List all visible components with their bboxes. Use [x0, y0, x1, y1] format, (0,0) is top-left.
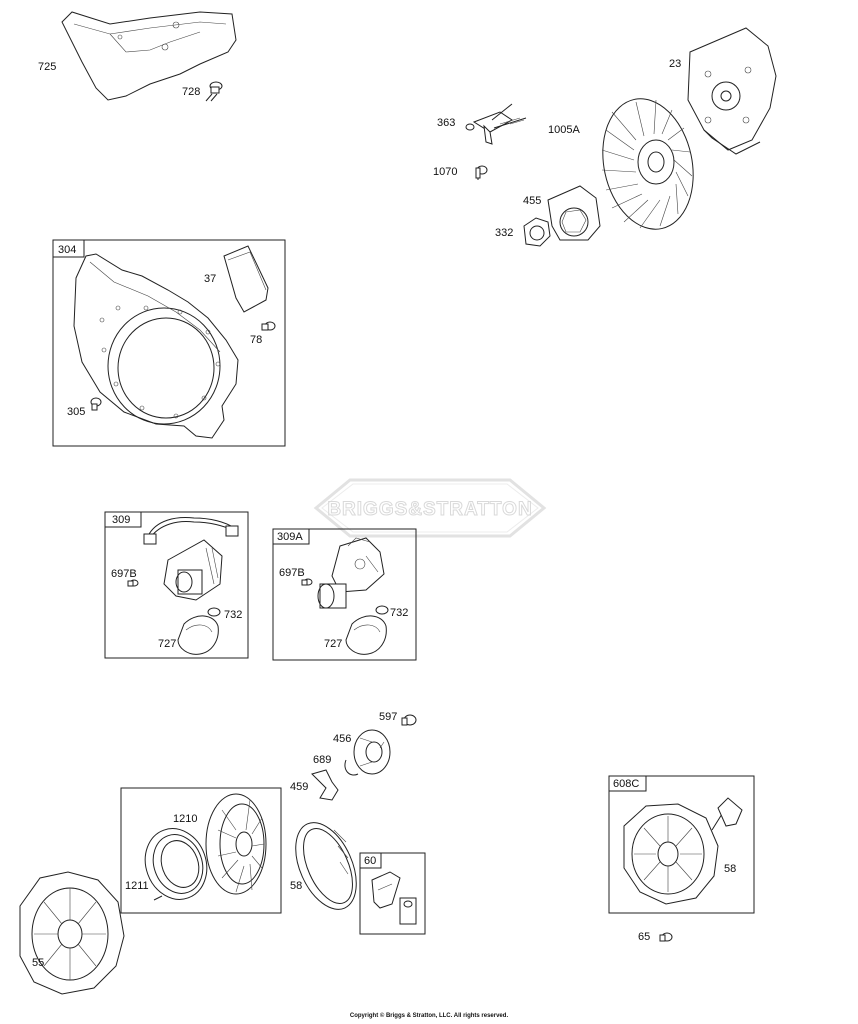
- part-1005a-fan: [601, 98, 694, 230]
- group-label-309a: 309A: [277, 531, 303, 543]
- callout-363: 363: [437, 117, 455, 129]
- part-37-shield: [223, 245, 269, 313]
- part-332-nut: [523, 217, 551, 247]
- callout-305: 305: [67, 406, 85, 418]
- callout-456: 456: [333, 733, 351, 745]
- watermark-text: BRIGGS&STRATTON: [327, 499, 532, 520]
- part-728-screw: [205, 81, 223, 102]
- part-55-recoil-housing: [19, 871, 125, 995]
- part-597-screw: [401, 714, 417, 726]
- copyright-notice: Copyright © Briggs & Stratton, LLC. All …: [349, 1013, 509, 1019]
- callout-459: 459: [290, 781, 308, 793]
- callout-732-309: 732: [224, 609, 242, 621]
- part-697b-screw-309a: [301, 578, 313, 586]
- group-box-608c: [608, 775, 755, 914]
- group-box-pulley: [120, 787, 282, 914]
- part-58-rope: [295, 822, 357, 910]
- part-304-blower-housing: [73, 253, 239, 439]
- callout-58-608c: 58: [724, 863, 736, 875]
- callout-1070: 1070: [433, 166, 457, 178]
- part-697b-screw-309: [127, 579, 139, 587]
- callout-455: 455: [523, 195, 541, 207]
- part-23-flywheel: [687, 27, 777, 155]
- part-65-screw: [659, 932, 673, 942]
- part-455-cup: [547, 185, 601, 241]
- group-box-304: [52, 239, 286, 447]
- callout-78: 78: [250, 334, 262, 346]
- part-1211-spring: [144, 828, 208, 901]
- callout-65: 65: [638, 931, 650, 943]
- part-725-deflector: [61, 11, 237, 101]
- callout-37: 37: [204, 273, 216, 285]
- part-727-cover-309a: [345, 615, 387, 655]
- callout-332: 332: [495, 227, 513, 239]
- part-1210-pulley: [205, 793, 267, 895]
- callout-1210: 1210: [173, 813, 197, 825]
- group-box-60-tag: [359, 852, 382, 869]
- callout-697b-309: 697B: [111, 568, 137, 580]
- part-1070-screw: [475, 165, 488, 180]
- part-459-pawl: [311, 769, 339, 801]
- part-60-rope-handle: [371, 871, 417, 925]
- group-label-304: 304: [58, 244, 76, 256]
- callout-732-309a: 732: [390, 607, 408, 619]
- brand-watermark: BRIGGS&STRATTON: [313, 478, 547, 538]
- callout-725: 725: [38, 61, 56, 73]
- group-box-309: [104, 511, 249, 659]
- part-309a-starter-motor: [317, 537, 385, 609]
- callout-697b-309a: 697B: [279, 567, 305, 579]
- callout-55: 55: [32, 957, 44, 969]
- callout-689: 689: [313, 754, 331, 766]
- callout-23: 23: [669, 58, 681, 70]
- group-box-608c-tag: [608, 775, 647, 792]
- part-309-starter-motor: [143, 517, 239, 601]
- part-363-bracket: [465, 103, 527, 145]
- group-box-60: [359, 852, 426, 935]
- part-78-screw: [261, 321, 276, 331]
- group-box-309a-tag: [272, 528, 310, 545]
- callout-597: 597: [379, 711, 397, 723]
- part-456-hub: [353, 729, 391, 775]
- group-label-608c: 608C: [613, 778, 639, 790]
- part-305-screw: [90, 397, 102, 411]
- group-label-60: 60: [364, 855, 376, 867]
- group-box-304-tag: [52, 239, 85, 258]
- group-label-309: 309: [112, 514, 130, 526]
- callout-1005a: 1005A: [548, 124, 580, 136]
- callout-1211: 1211: [125, 880, 149, 892]
- callout-58: 58: [290, 880, 302, 892]
- callout-727-309a: 727: [324, 638, 342, 650]
- part-689-spring-clip: [344, 759, 359, 776]
- part-727-cover-309: [177, 615, 219, 655]
- part-732-spacer-309: [207, 607, 221, 617]
- part-608c-recoil-assembly: [623, 797, 743, 905]
- part-732-spacer-309a: [375, 605, 389, 615]
- callout-727-309: 727: [158, 638, 176, 650]
- group-box-309-tag: [104, 511, 142, 528]
- callout-728: 728: [182, 86, 200, 98]
- group-box-309a: [272, 528, 417, 661]
